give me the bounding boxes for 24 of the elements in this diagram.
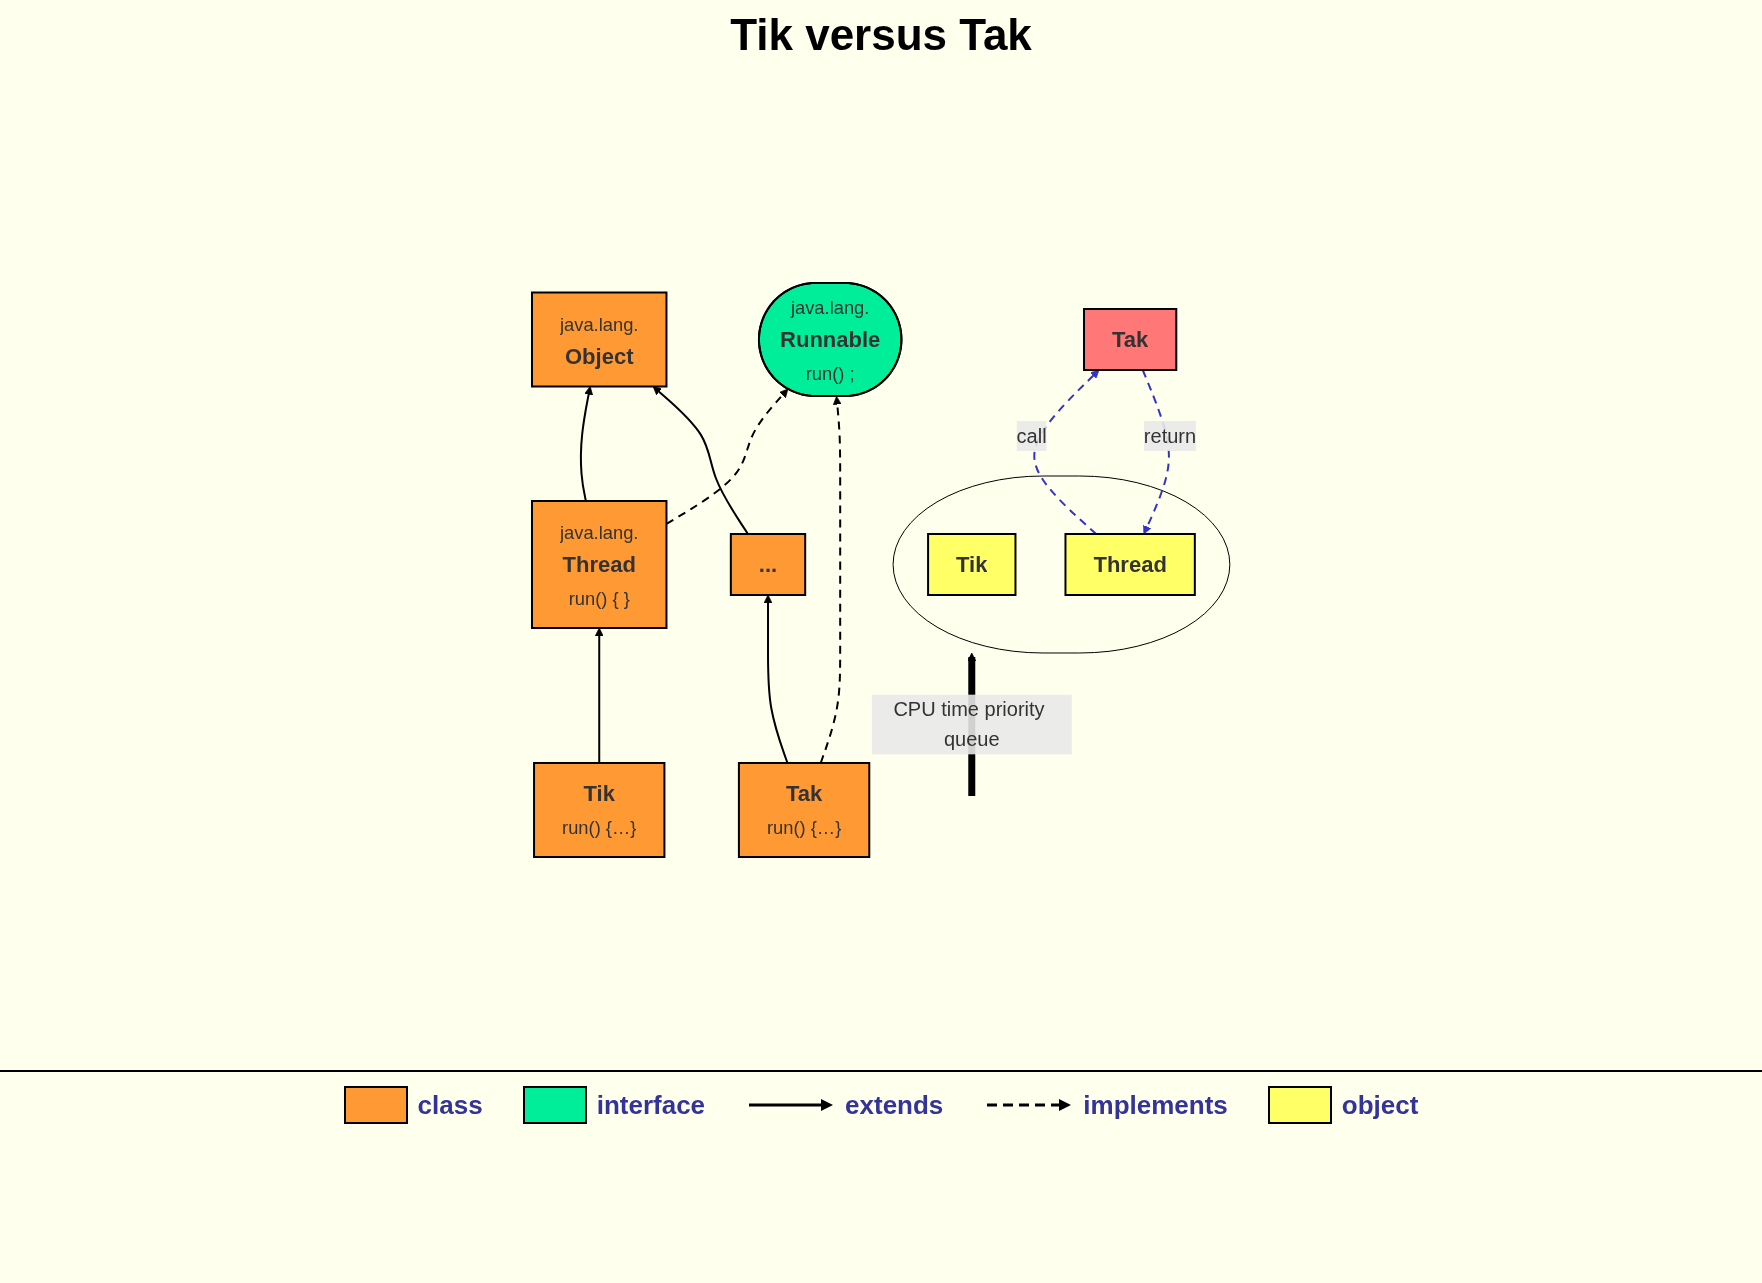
legend-text: interface [596,1089,706,1121]
title: Tik versus Tak [729,10,1033,60]
arrow [580,386,594,502]
edge-label: return [1143,425,1197,447]
arrow [1033,369,1100,535]
arrow [594,627,604,764]
edge-label: CPU time priority queue [893,698,1045,751]
arrow [819,396,842,764]
legend-text: extends [845,1089,944,1121]
arrow [763,594,789,764]
node-box: Tik run() {…} [533,762,666,858]
node-box: ... [729,533,807,596]
node-box: Tak run() {…} [738,762,871,858]
legend-text: implements [1083,1089,1228,1121]
node-box: Thread [1064,533,1196,596]
arrow [1141,369,1170,535]
node-box: Tak [1083,308,1178,371]
node-box: java.lang. Thread run() { } [531,500,668,629]
node-box: java.lang. Object [531,291,668,388]
legend-text: object [1341,1089,1419,1121]
node-box: Tik [927,533,1017,596]
arrow [652,386,750,535]
legend-text: class [417,1089,483,1121]
edge-label: call [1016,425,1047,447]
